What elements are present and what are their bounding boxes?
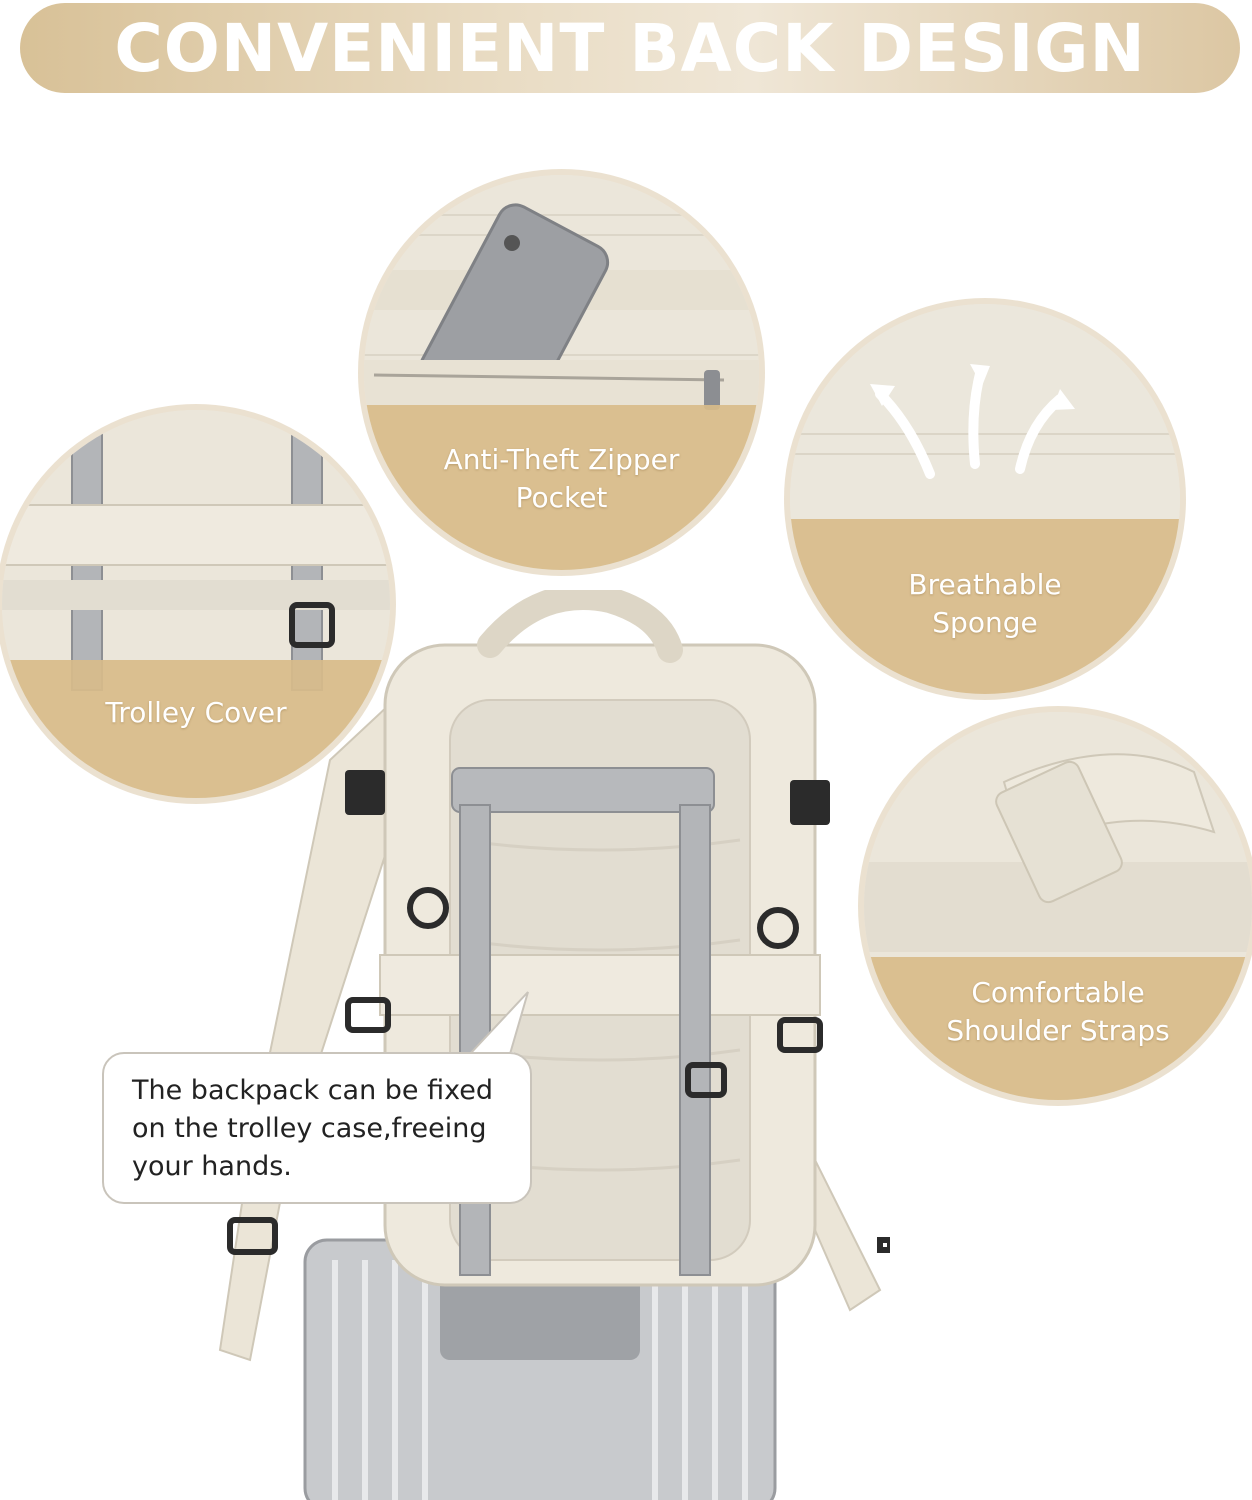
callout-bubble: The backpack can be fixed on the trolley… [102, 1052, 532, 1204]
callout-tail [470, 991, 529, 1058]
breathable-sponge-label: Breathable Sponge [908, 568, 1062, 639]
shoulder-straps-feature: Comfortable Shoulder Straps [864, 712, 1252, 1100]
callout-text: The backpack can be fixed on the trolley… [132, 1075, 494, 1182]
title-banner: CONVENIENT BACK DESIGN [20, 3, 1240, 93]
shoulder-straps-label: Comfortable Shoulder Straps [946, 976, 1170, 1047]
sponge-mesh-image [790, 304, 1180, 694]
trolley-cover-feature: Trolley Cover [2, 410, 390, 798]
zipper-pocket-image [364, 175, 759, 570]
anti-theft-pocket-label: Anti-Theft Zipper Pocket [443, 443, 680, 514]
anti-theft-pocket-feature: Anti-Theft Zipper Pocket [364, 175, 759, 570]
shoulder-strap-image [864, 712, 1252, 1100]
backpack-on-suitcase-image [190, 584, 893, 1500]
trolley-cover-label: Trolley Cover [105, 696, 287, 729]
page-title: CONVENIENT BACK DESIGN [114, 9, 1146, 87]
trolley-cover-image [2, 410, 390, 798]
breathable-sponge-feature: Breathable Sponge [790, 304, 1180, 694]
